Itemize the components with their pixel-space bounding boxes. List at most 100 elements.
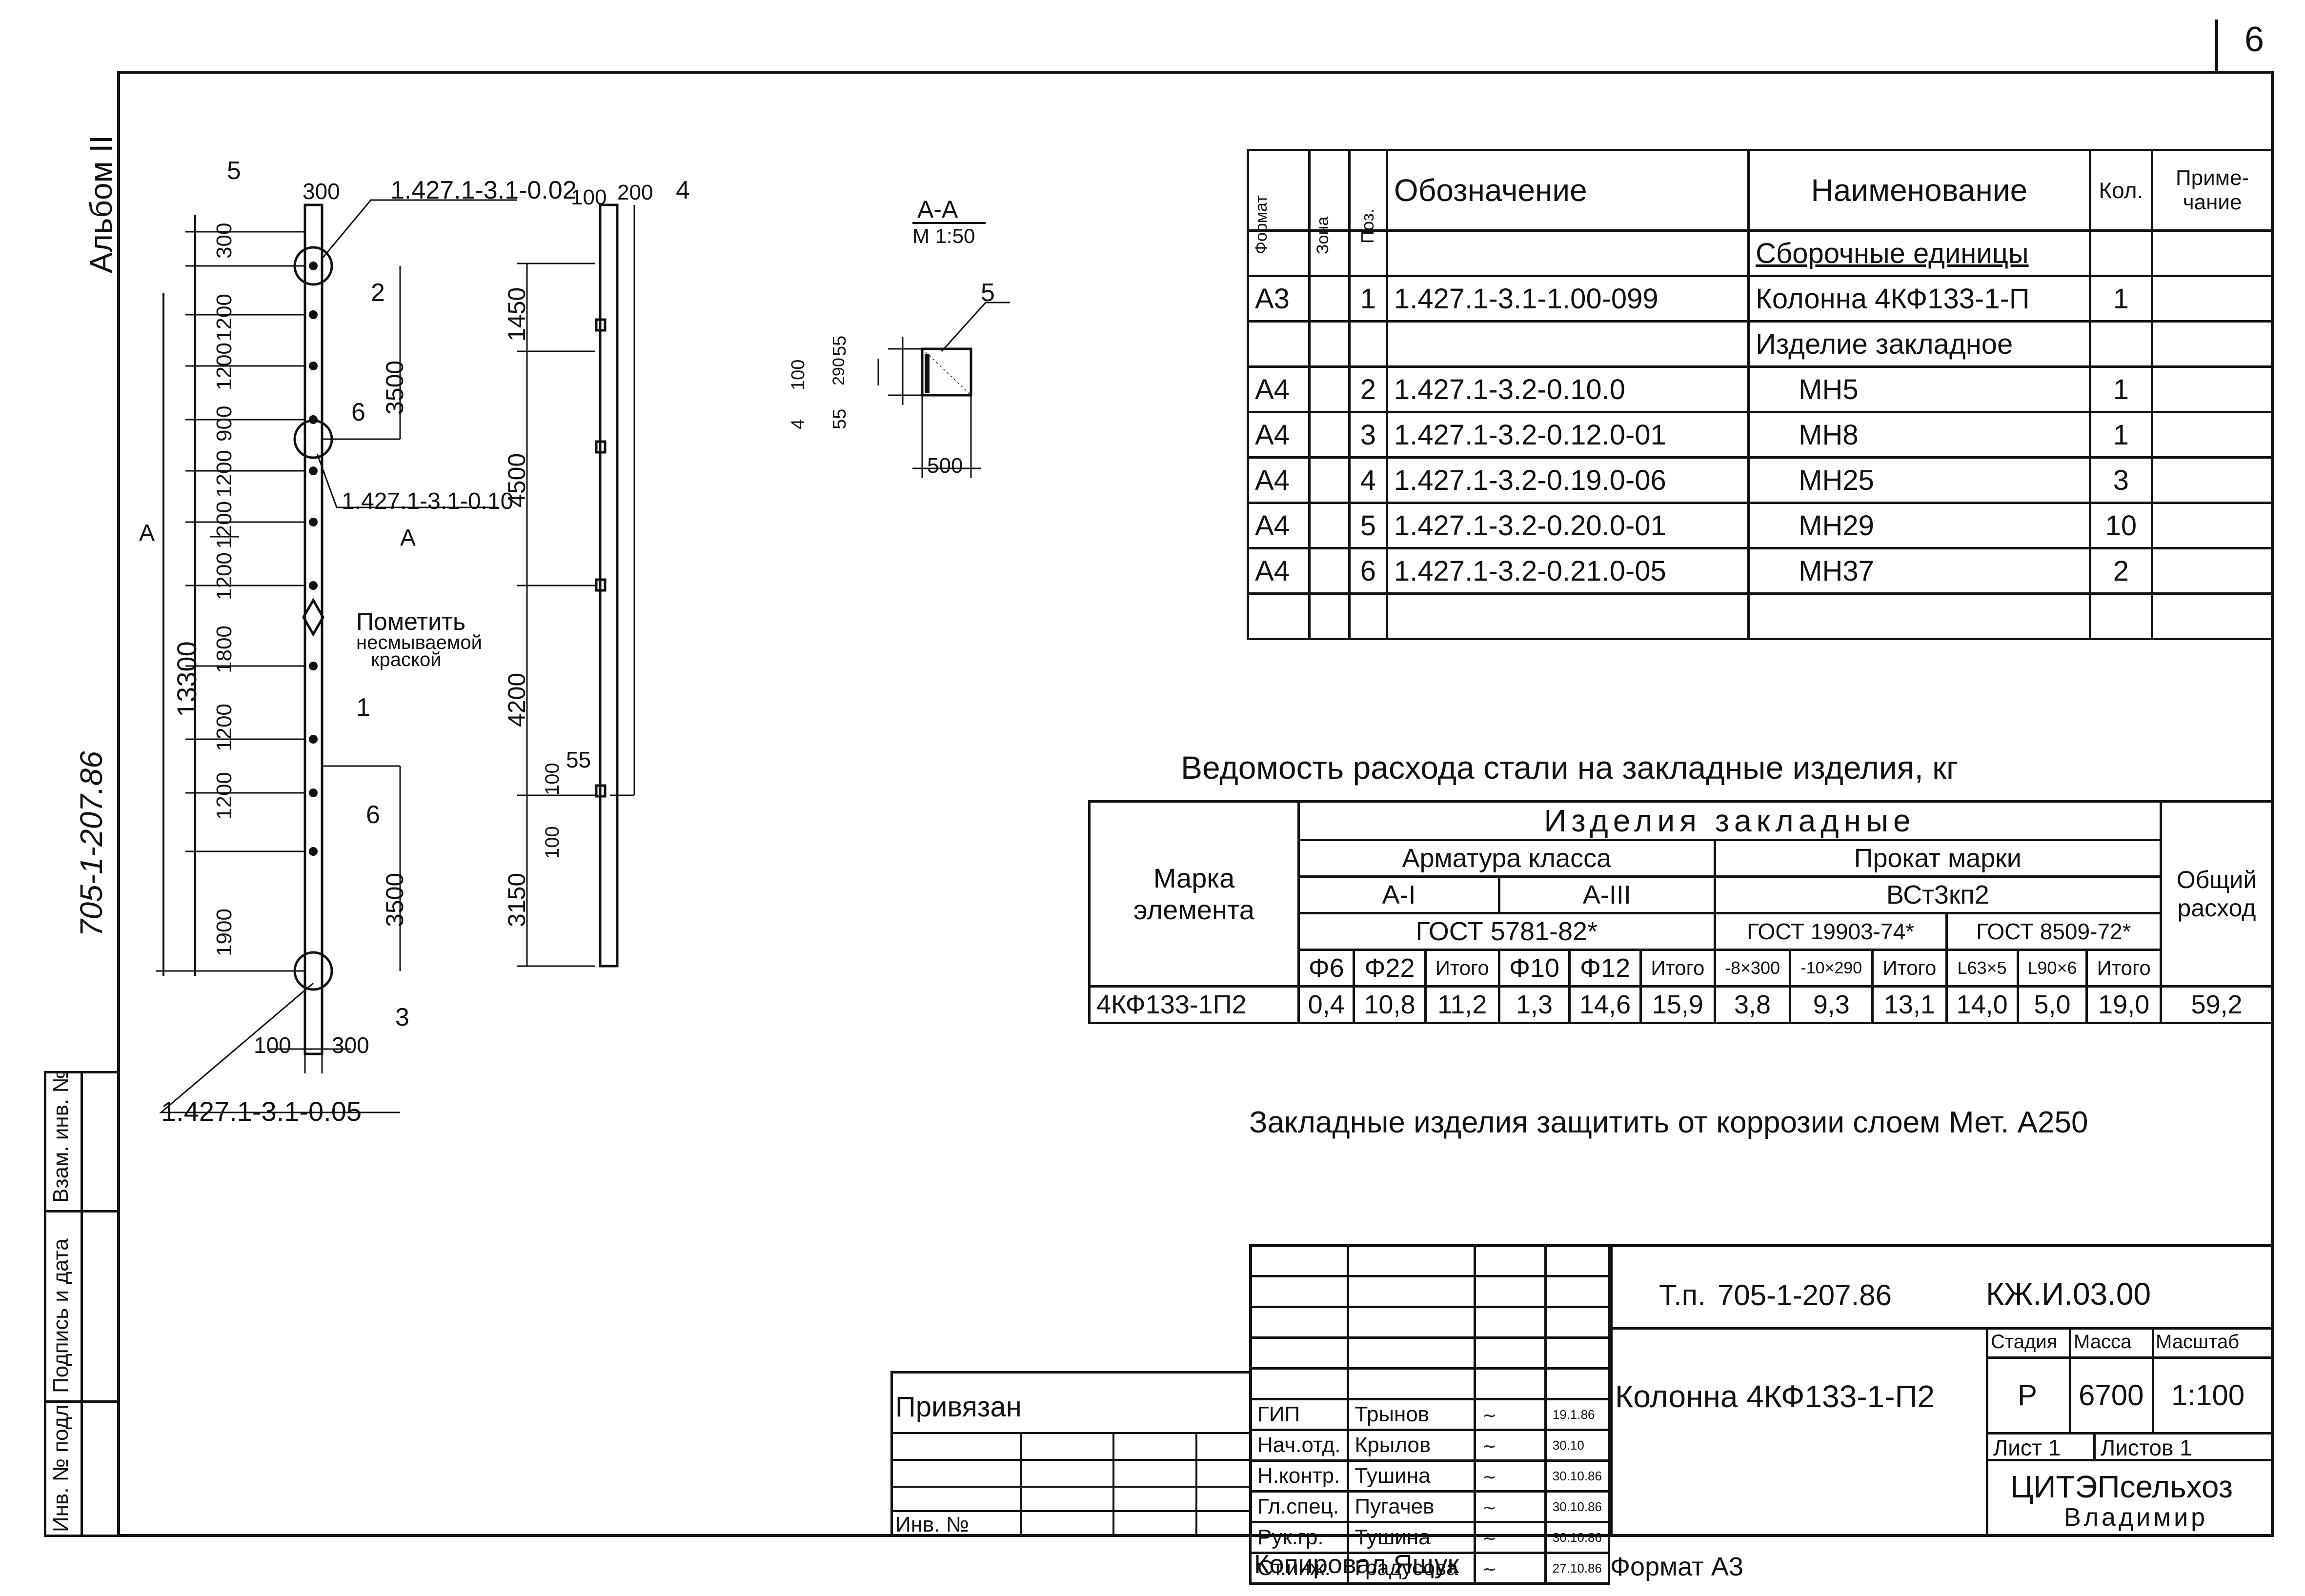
spec-cell: 1	[2088, 365, 2154, 413]
spec-cell	[1308, 502, 1351, 549]
marker-note-line3: краской	[371, 649, 442, 670]
steel-val: 0,4	[1297, 985, 1355, 1024]
spec-h-poz: Поз.	[1348, 149, 1388, 243]
privyazan-line-v3	[1195, 1432, 1197, 1537]
stamp-person-name: Тушина	[1346, 1521, 1476, 1554]
dim-top-200: 200	[617, 181, 653, 204]
stamp-line-v3	[2069, 1327, 2071, 1432]
steel-table-title: Ведомость расхода стали на закладные изд…	[1181, 749, 1959, 786]
dim-bottom-100: 100	[254, 1032, 291, 1058]
spec-cell: 1	[2088, 275, 2154, 323]
spec-cell	[2151, 275, 2274, 323]
spec-cell: МН37	[1747, 547, 2091, 595]
stamp-empty-row	[1249, 1306, 1611, 1339]
stamp-org1: ЦИТЭПсельхоз	[2010, 1469, 2233, 1504]
spec-cell: 1	[2088, 411, 2154, 459]
stamp-date: 30.10.86	[1544, 1490, 1611, 1523]
privyazan-line-v2	[1112, 1432, 1114, 1537]
spec-h-name: Наименование	[1747, 149, 2091, 232]
pos-6a: 6	[351, 398, 365, 426]
stamp-line-v1	[1610, 1244, 1613, 1537]
stamp-person-row: Гл.спец. Пугачев ~ 30.10.86	[1249, 1490, 1611, 1523]
side-strip-divider	[81, 1071, 83, 1537]
stamp-role: Нач.отд.	[1249, 1429, 1349, 1462]
steel-val: 15,9	[1639, 985, 1716, 1024]
spec-cell: МН29	[1747, 502, 2091, 549]
stamp-person-row: Ст.инж. Градусова ~ 27.10.86	[1249, 1552, 1611, 1585]
stamp-sheets: Листов 1	[2101, 1435, 2192, 1460]
dim-left-11: 1900	[212, 909, 236, 956]
column-side-view	[599, 203, 619, 968]
spec-header-row: Формат Зона Поз. Обозначение Наименовани…	[1247, 149, 2274, 254]
dim-mid-3500b: 3500	[381, 872, 408, 927]
steel-val: 5,0	[2016, 985, 2088, 1024]
spec-cell: 1.427.1-3.2-0.20.0-01	[1385, 502, 1750, 549]
steel-h-a3: А-III	[1498, 875, 1716, 914]
dim-small-100b: 100	[542, 826, 563, 859]
pos-1: 1	[356, 693, 370, 722]
spec-cell	[1308, 275, 1351, 323]
spec-cell	[1308, 365, 1351, 413]
steel-col-5: Φ12	[1568, 949, 1642, 988]
spec-section-row: Сборочные единицы	[1247, 229, 2274, 277]
section-pos-5: 5	[981, 279, 995, 307]
marker-note-line1: Пометить	[356, 608, 466, 635]
section-label-underline	[912, 222, 986, 224]
spec-section-row-2: Изделие закладное	[1247, 320, 2274, 368]
steel-h-armatura: Арматура класса	[1297, 839, 1716, 878]
stamp-sign-table: ГИП Трынов ~ 19.1.86 Нач.отд. Крылов ~ 3…	[1249, 1244, 1611, 1585]
dim-mid-3500a: 3500	[381, 360, 408, 415]
section-dim-290: 290	[829, 358, 848, 385]
steel-val: 13,1	[1871, 985, 1948, 1024]
stamp-line-h1	[1610, 1327, 2274, 1330]
steel-hdr-5: Φ6 Φ22 Итого Φ10 Φ12 Итого -8×300 -10×29…	[1090, 949, 2273, 988]
dim-total: 13300	[171, 641, 202, 717]
steel-h-prokat: Прокат марки	[1713, 839, 2163, 878]
dim-left-10: 1200	[212, 772, 236, 820]
steel-h-obshiy: Общий расход	[2160, 800, 2274, 988]
dim-left-9: 1200	[212, 704, 236, 751]
spec-cell: 4	[1348, 456, 1388, 504]
column-front-view	[303, 203, 324, 1055]
spec-table: Формат Зона Поз. Обозначение Наименовани…	[1247, 149, 2274, 640]
marker-diamond	[302, 597, 324, 637]
side-strip-sep2	[44, 1400, 117, 1403]
dim-left-7: 1200	[212, 552, 236, 600]
spec-cell	[2151, 411, 2274, 459]
spec-cell: 1.427.1-3.2-0.10.0	[1385, 365, 1750, 413]
dim-left-3: 1200	[212, 343, 236, 390]
spec-row-3: А4 3 1.427.1-3.2-0.12.0-01 МН8 1	[1247, 411, 2274, 459]
stamp-empty-row	[1249, 1244, 1611, 1277]
steel-h-gost2: ГОСТ 19903-74*	[1713, 912, 1948, 951]
steel-row-mark: 4КФ133-1П2	[1088, 985, 1300, 1024]
marker-note-line2: несмываемой	[356, 632, 482, 653]
spec-cell: 1.427.1-3.1-1.00-099	[1385, 275, 1750, 323]
format-label: Формат А3	[1610, 1552, 1743, 1581]
steel-val: 11,2	[1424, 985, 1501, 1024]
side-label-inv: Инв. № подл.	[49, 1398, 73, 1532]
spec-cell: А4	[1247, 547, 1311, 595]
embedded-plates-front	[309, 262, 318, 856]
spec-cell: 5	[1348, 502, 1388, 549]
stamp-signature: ~	[1474, 1552, 1547, 1585]
spec-cell: А4	[1247, 502, 1311, 549]
section-scale: М 1:50	[912, 224, 975, 247]
stamp-person-row: Н.контр. Тушина ~ 30.10.86	[1249, 1459, 1611, 1493]
steel-col-9: Итого	[1871, 949, 1948, 988]
spec-cell: А3	[1247, 275, 1311, 323]
spec-cell: 3	[1348, 411, 1388, 459]
spec-row-6: А4 6 1.427.1-3.2-0.21.0-05 МН37 2	[1247, 547, 2274, 595]
spec-cell	[1308, 411, 1351, 459]
steel-val: 14,6	[1568, 985, 1642, 1024]
stamp-scale-label: Масштаб	[2156, 1331, 2240, 1353]
spec-h-oboz: Обозначение	[1385, 149, 1750, 232]
spec-cell: Колонна 4КФ133-1-П	[1747, 275, 2091, 323]
pos-3: 3	[395, 1003, 409, 1031]
spec-section-1: Сборочные единицы	[1747, 229, 2091, 277]
stamp-line-v4	[2152, 1327, 2154, 1432]
steel-col-8: -10×290	[1789, 949, 1874, 988]
inv-label: Инв. №	[895, 1513, 969, 1536]
stamp-person-row: Нач.отд. Крылов ~ 30.10	[1249, 1429, 1611, 1462]
steel-hdr-1: Марка элемента Изделия закладные Общий р…	[1088, 800, 2274, 988]
spec-cell: МН5	[1747, 365, 2091, 413]
